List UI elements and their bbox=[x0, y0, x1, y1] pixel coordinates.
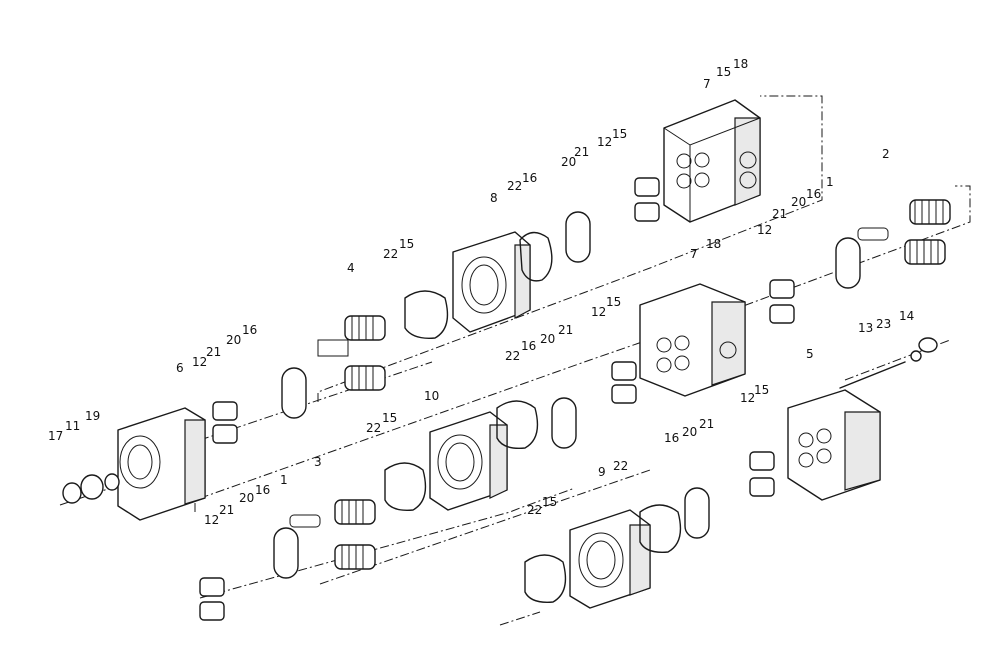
callout-10: 10 bbox=[424, 389, 439, 403]
callout-22-lowright: 22 bbox=[613, 459, 628, 473]
callout-22-lowmid: 22 bbox=[366, 421, 381, 435]
callout-16-middle: 16 bbox=[521, 339, 536, 353]
callout-22-upper: 22 bbox=[383, 247, 398, 261]
callout-21-bottom: 21 bbox=[219, 503, 234, 517]
callout-15-bottom: 15 bbox=[542, 495, 557, 509]
callout-12-top: 12 bbox=[597, 135, 612, 149]
callout-22-bottom: 22 bbox=[527, 503, 542, 517]
gear-housing-8 bbox=[452, 231, 531, 333]
gear-housing-9 bbox=[569, 509, 651, 609]
callout-15-lowmid: 15 bbox=[382, 411, 397, 425]
callout-20-right: 20 bbox=[791, 195, 806, 209]
callout-18-middle: 18 bbox=[706, 237, 721, 251]
callouts: 7 15 18 12 15 2 20 21 22 16 8 12 21 20 1… bbox=[48, 57, 914, 527]
callout-20-bottom: 20 bbox=[239, 491, 254, 505]
callout-13: 13 bbox=[858, 321, 873, 335]
callout-2: 2 bbox=[882, 147, 890, 161]
callout-15-top-b: 15 bbox=[612, 127, 627, 141]
callout-17: 17 bbox=[48, 429, 63, 443]
callout-15-lowright: 15 bbox=[754, 383, 769, 397]
callout-22-middle: 22 bbox=[505, 349, 520, 363]
bushings bbox=[199, 177, 795, 621]
callout-20-left: 20 bbox=[226, 333, 241, 347]
callout-20-lowright: 20 bbox=[682, 425, 697, 439]
callout-8: 8 bbox=[490, 191, 498, 205]
callout-12-lowright: 12 bbox=[740, 391, 755, 405]
callout-9: 9 bbox=[598, 465, 606, 479]
rear-body-5 bbox=[787, 389, 881, 501]
gear-pair-3 bbox=[334, 499, 376, 570]
callout-3: 3 bbox=[314, 455, 322, 469]
gear-housing-10 bbox=[429, 411, 508, 511]
springs-and-shafts bbox=[62, 227, 938, 528]
callout-21-lowright: 21 bbox=[699, 417, 714, 431]
callout-12-right: 12 bbox=[757, 223, 772, 237]
callout-23: 23 bbox=[876, 317, 891, 331]
callout-21-left: 21 bbox=[206, 345, 221, 359]
callout-12-middle: 12 bbox=[591, 305, 606, 319]
callout-12-left: 12 bbox=[192, 355, 207, 369]
callout-7-top: 7 bbox=[703, 77, 711, 91]
callout-20-top: 20 bbox=[561, 155, 576, 169]
callout-16-top: 16 bbox=[522, 171, 537, 185]
callout-16-right: 16 bbox=[806, 187, 821, 201]
callout-6: 6 bbox=[176, 361, 184, 375]
callout-5: 5 bbox=[806, 347, 814, 361]
callout-4: 4 bbox=[347, 261, 355, 275]
callout-14: 14 bbox=[899, 309, 914, 323]
front-cover-6 bbox=[117, 407, 206, 521]
center-cover-middle bbox=[639, 283, 746, 397]
gear-pair-2 bbox=[904, 199, 951, 265]
callout-7-middle: 7 bbox=[690, 247, 698, 261]
callout-20-middle: 20 bbox=[540, 332, 555, 346]
callout-1-bottom: 1 bbox=[280, 473, 288, 487]
seal-plates bbox=[273, 211, 861, 603]
callout-15-upper: 15 bbox=[399, 237, 414, 251]
rear-cover-top bbox=[663, 99, 761, 223]
callout-16-lowright: 16 bbox=[664, 431, 679, 445]
callout-12-bottom: 12 bbox=[204, 513, 219, 527]
callout-18-top: 18 bbox=[733, 57, 748, 71]
callout-16-bottom: 16 bbox=[255, 483, 270, 497]
callout-21-top: 21 bbox=[574, 145, 589, 159]
callout-19: 19 bbox=[85, 409, 100, 423]
callout-22-top: 22 bbox=[507, 179, 522, 193]
callout-15-top: 15 bbox=[716, 65, 731, 79]
callout-15-middle: 15 bbox=[606, 295, 621, 309]
gear-pair-4 bbox=[317, 315, 386, 391]
callout-21-right: 21 bbox=[772, 207, 787, 221]
callout-1-top: 1 bbox=[826, 175, 834, 189]
callout-11: 11 bbox=[65, 419, 80, 433]
callout-21-middle: 21 bbox=[558, 323, 573, 337]
callout-16-left: 16 bbox=[242, 323, 257, 337]
